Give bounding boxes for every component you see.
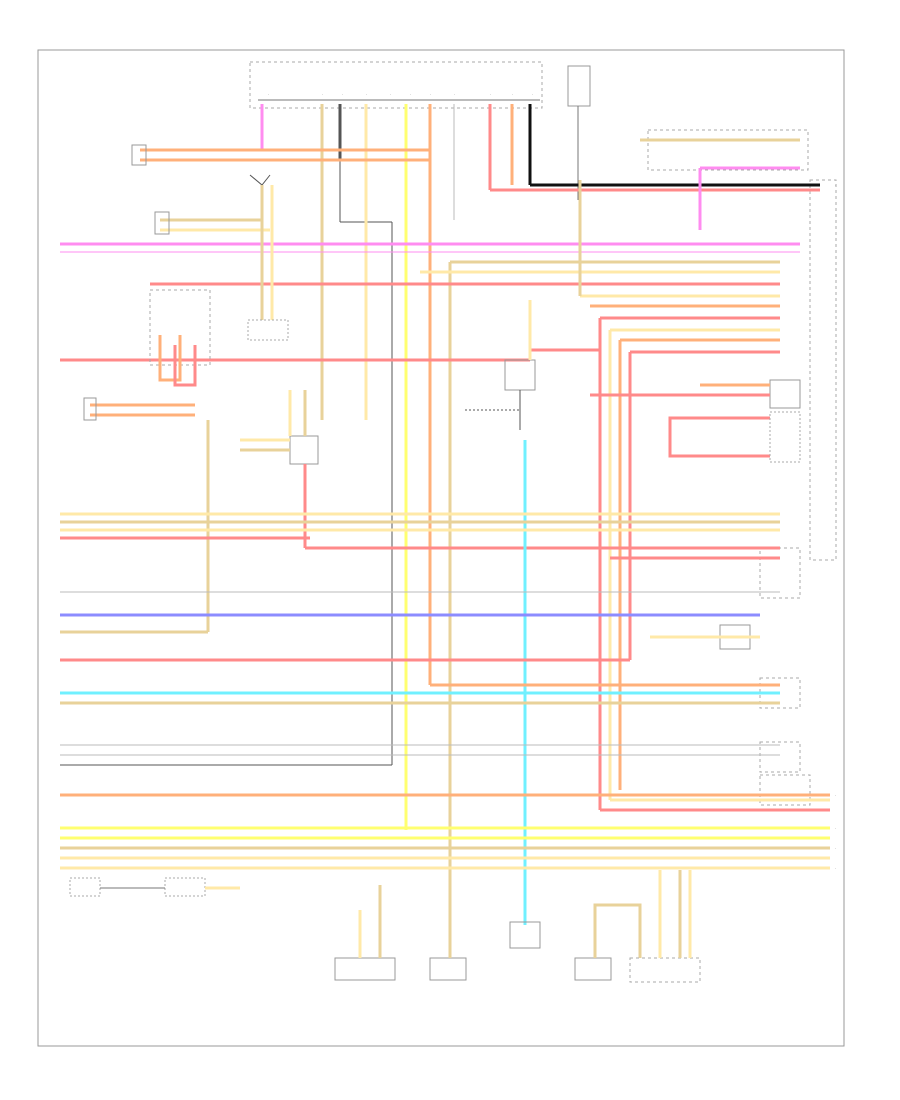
svg-text:·: · bbox=[512, 93, 513, 97]
svg-text:·: · bbox=[835, 847, 836, 851]
svg-text:·: · bbox=[835, 184, 836, 188]
svg-text:·: · bbox=[390, 93, 391, 97]
svg-text:·: · bbox=[430, 93, 431, 97]
right-edge-terminals: · · · · · bbox=[835, 184, 836, 871]
svg-text:·: · bbox=[366, 93, 367, 97]
sensor-bottom-2 bbox=[429, 870, 467, 981]
right-bundle bbox=[60, 180, 780, 870]
svg-text:·: · bbox=[532, 93, 533, 97]
svg-text:·: · bbox=[835, 827, 836, 831]
module-right-2 bbox=[610, 546, 801, 650]
svg-text:·: · bbox=[454, 93, 455, 97]
sensor-bottom-3 bbox=[509, 921, 541, 949]
svg-text:·: · bbox=[410, 93, 411, 97]
fuse-block-left bbox=[83, 289, 211, 421]
svg-text:·: · bbox=[490, 93, 491, 97]
svg-text:·: · bbox=[342, 93, 343, 97]
vertical-wires-top bbox=[260, 104, 579, 830]
switch-bottom-left bbox=[69, 877, 240, 897]
module-right-3 bbox=[759, 677, 811, 806]
svg-text:·: · bbox=[835, 794, 836, 798]
main-horizontal-buses bbox=[60, 512, 830, 870]
connector-left-1 bbox=[131, 144, 274, 320]
sensor-bottom-4 bbox=[574, 903, 642, 981]
top-right-wires bbox=[490, 138, 820, 230]
svg-text:·: · bbox=[835, 867, 836, 871]
module-right-1 bbox=[590, 379, 801, 463]
svg-text:·: · bbox=[268, 93, 269, 97]
sensor-bottom-5 bbox=[629, 870, 701, 983]
left-top-wires bbox=[60, 148, 800, 253]
sensor-bottom-1 bbox=[334, 885, 396, 981]
junction-block-top: · · · · · · · · · · · bbox=[249, 61, 543, 109]
svg-text:·: · bbox=[322, 93, 323, 97]
pcm-top-right bbox=[567, 65, 837, 561]
connector-left-2 bbox=[60, 319, 610, 634]
